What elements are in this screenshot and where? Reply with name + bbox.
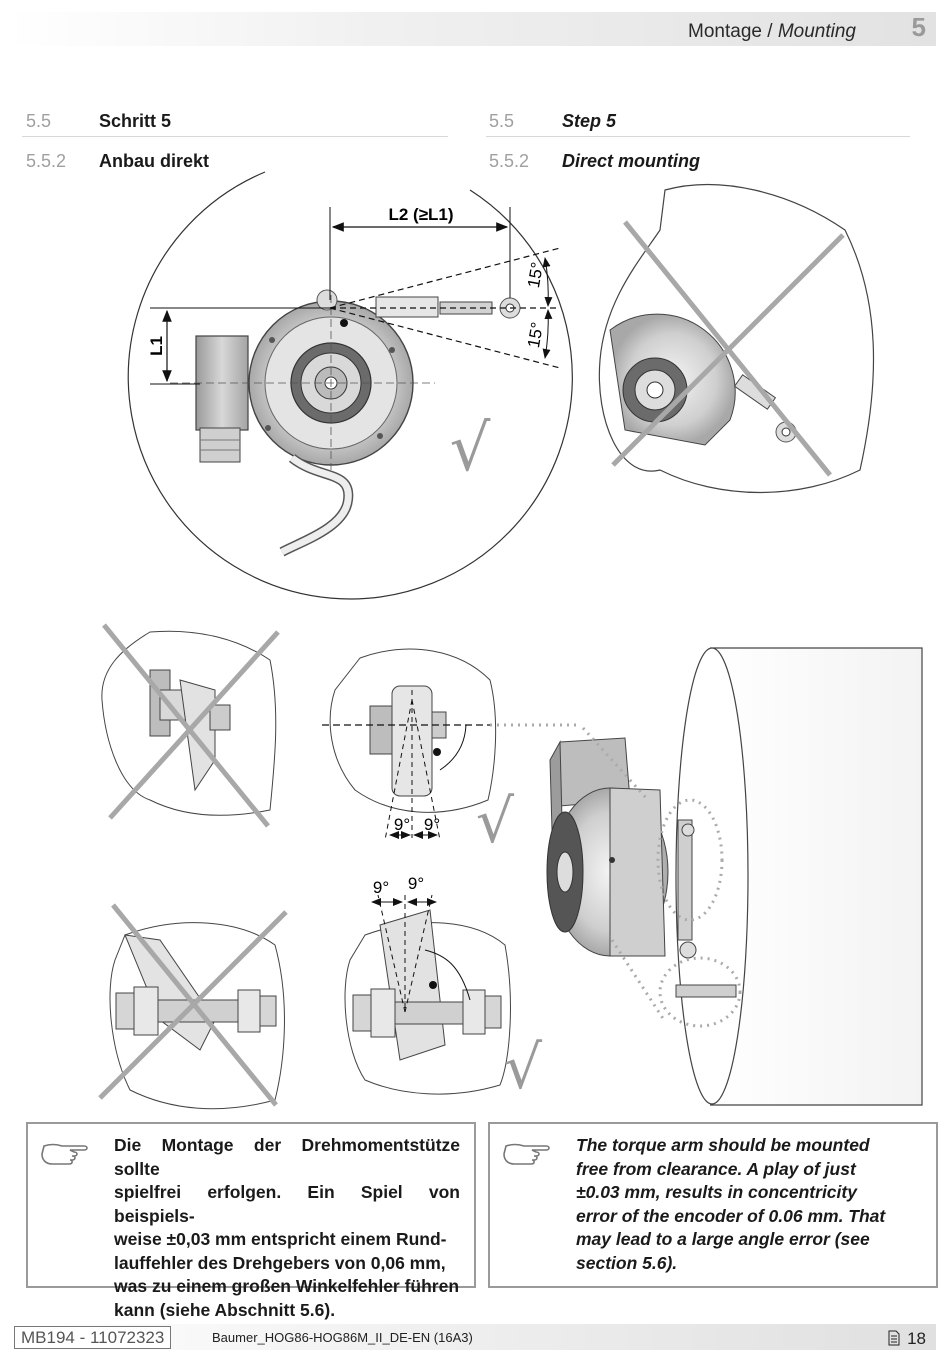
note-de-line: spielfrei erfolgen. Ein Spiel von beispi… — [114, 1182, 460, 1226]
correct-mounting-view-2: 9° 9° √ — [344, 874, 543, 1103]
header-bar — [8, 12, 936, 46]
section-number-en: 5.5 — [489, 111, 515, 131]
section-title-en: Step 5 — [562, 111, 617, 131]
note-box-en: The torque arm should be mounted free fr… — [488, 1122, 938, 1288]
note-text-de: Die Montage der Drehmomentstütze sollte … — [114, 1134, 460, 1322]
pointing-hand-icon — [503, 1143, 550, 1165]
note-box-de: Die Montage der Drehmomentstütze sollte … — [26, 1122, 476, 1320]
note-de-line: lauffehler des Drehgebers von 0,06 mm, — [114, 1252, 446, 1273]
header-separator: / — [761, 21, 778, 42]
note-en-line: The torque arm should be mounted — [576, 1135, 870, 1155]
page-icon — [888, 1330, 900, 1346]
note-de-line: Die Montage der Drehmomentstütze sollte — [114, 1135, 460, 1179]
check-mark-lower: √ — [504, 1033, 543, 1103]
chapter-number: 5 — [911, 12, 926, 42]
angle-9-left-upper: 9° — [394, 815, 410, 834]
note-de-line: kann (siehe Abschnitt 5.6). — [114, 1299, 336, 1320]
page-number: 18 — [907, 1329, 926, 1348]
note-en-line: error of the encoder of 0.06 mm. That — [576, 1205, 886, 1226]
mounting-illustration: L2 (≥L1) L1 15° 15° √ — [98, 171, 923, 1110]
note-en-line: may lead to a large angle error (see — [576, 1229, 870, 1249]
note-en-line: section 5.6). — [576, 1252, 678, 1273]
correct-mounting-view-1: 9° 9° √ — [322, 648, 580, 857]
angle-15-upper: 15° — [524, 261, 547, 290]
header-title-de: Montage — [688, 21, 762, 42]
check-mark-main: √ — [450, 412, 491, 486]
section-divider-en — [486, 136, 910, 137]
section-number-de: 5.5 — [26, 111, 52, 131]
document-name: Baumer_HOG86-HOG86M_II_DE-EN (16A3) — [212, 1330, 473, 1345]
page-header-title: Montage / Mounting — [688, 21, 856, 43]
angle-9-right-upper: 9° — [424, 815, 440, 834]
document-id: MB194 - 11072323 — [14, 1326, 172, 1349]
encoder-on-drum-view — [546, 647, 923, 1106]
check-mark-middle: √ — [476, 787, 515, 857]
note-en-line: free from clearance. A play of just — [576, 1158, 856, 1179]
dimension-l2-label: L2 (≥L1) — [388, 205, 453, 224]
angle-15-lower: 15° — [524, 321, 547, 350]
wrong-mounting-view-2 — [98, 903, 288, 1110]
header-title-en: Mounting — [777, 21, 856, 42]
subsection-title-de: Anbau direkt — [99, 151, 210, 171]
angle-9-right-lower: 9° — [408, 874, 424, 893]
subsection-number-en: 5.5.2 — [489, 151, 530, 171]
section-divider-de — [22, 136, 448, 137]
note-de-line: weise ±0,03 mm entspricht einem Rund- — [114, 1229, 447, 1249]
note-en-line: ±0.03 mm, results in concentricity — [576, 1182, 857, 1202]
wrong-mounting-angle-view — [598, 184, 875, 493]
section-title-de: Schritt 5 — [99, 111, 172, 131]
subsection-number-de: 5.5.2 — [26, 151, 67, 171]
note-de-line: was zu einem großen Winkelfehler führen — [114, 1276, 460, 1296]
angle-9-left-lower: 9° — [373, 878, 389, 897]
dimension-l1-label: L1 — [147, 336, 166, 356]
wrong-mounting-view-1 — [101, 623, 280, 828]
subsection-title-en: Direct mounting — [562, 151, 700, 171]
pointing-hand-icon — [41, 1143, 88, 1165]
main-mounting-view: L2 (≥L1) L1 15° 15° √ — [127, 171, 573, 600]
note-text-en: The torque arm should be mounted free fr… — [576, 1134, 918, 1275]
